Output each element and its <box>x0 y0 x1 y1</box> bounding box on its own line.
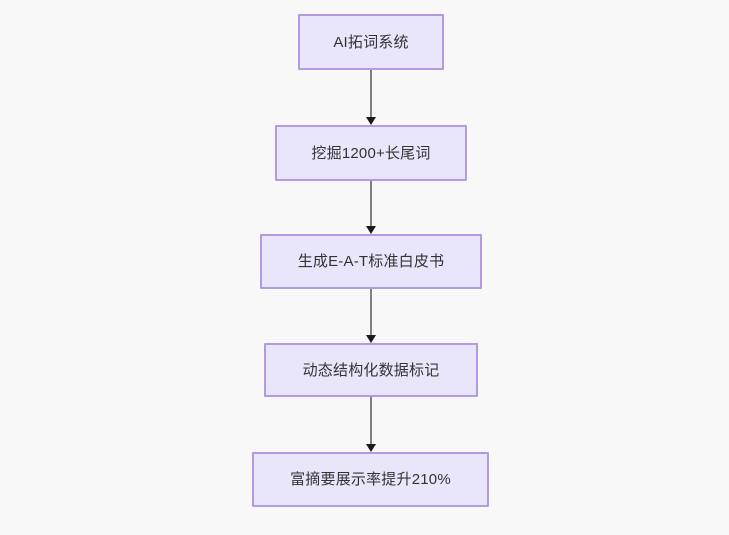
flow-node-generate-eat-whitepaper[interactable]: 生成E-A-T标准白皮书 <box>260 234 482 289</box>
flow-node-dynamic-structured-data-markup[interactable]: 动态结构化数据标记 <box>264 343 478 397</box>
flow-node-mine-longtail-keywords[interactable]: 挖掘1200+长尾词 <box>275 125 467 181</box>
flow-edge-n2-n3 <box>362 181 380 234</box>
arrow-down-icon <box>366 117 376 125</box>
flow-node-label: AI拓词系统 <box>333 33 409 51</box>
edge-line <box>370 70 372 118</box>
flow-node-ai-keyword-system[interactable]: AI拓词系统 <box>298 14 444 70</box>
flow-node-label: 生成E-A-T标准白皮书 <box>297 253 445 270</box>
arrow-down-icon <box>366 226 376 234</box>
flow-node-label: 动态结构化数据标记 <box>302 361 440 379</box>
arrow-down-icon <box>366 335 376 343</box>
flow-edge-n3-n4 <box>362 289 380 343</box>
arrow-down-icon <box>366 444 376 452</box>
edge-line <box>370 289 372 336</box>
flow-edge-n1-n2 <box>362 70 380 125</box>
edge-line <box>370 181 372 227</box>
edge-line <box>370 397 372 445</box>
flow-edge-n4-n5 <box>362 397 380 452</box>
flow-node-rich-snippet-impression-lift[interactable]: 富摘要展示率提升210% <box>252 452 489 507</box>
flow-node-label: 挖掘1200+长尾词 <box>311 144 431 162</box>
flow-node-label: 富摘要展示率提升210% <box>290 471 451 488</box>
